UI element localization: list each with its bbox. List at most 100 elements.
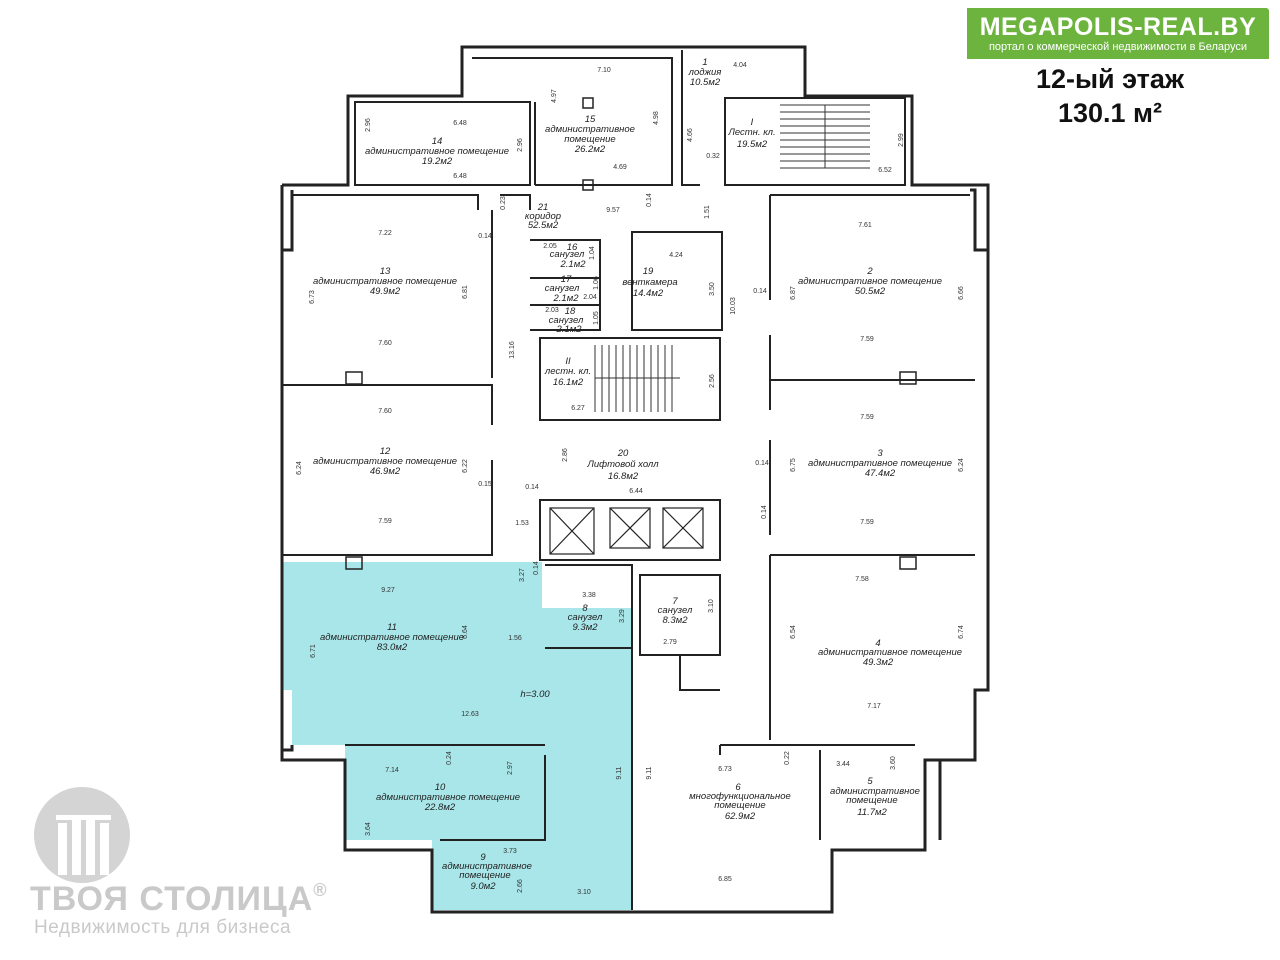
svg-text:3.64: 3.64 bbox=[365, 822, 372, 836]
svg-text:лестн. кл.: лестн. кл. bbox=[544, 366, 591, 377]
svg-text:венткамера: венткамера bbox=[622, 277, 677, 288]
svg-text:19.2м2: 19.2м2 bbox=[422, 156, 453, 167]
svg-text:3: 3 bbox=[877, 448, 883, 459]
svg-text:7.58: 7.58 bbox=[855, 576, 869, 583]
stairs-II bbox=[594, 345, 680, 412]
svg-text:15: 15 bbox=[585, 114, 596, 125]
svg-text:5: 5 bbox=[867, 776, 873, 787]
svg-text:6.71: 6.71 bbox=[310, 644, 317, 658]
svg-text:2.99: 2.99 bbox=[898, 133, 905, 147]
svg-text:2.79: 2.79 bbox=[663, 639, 677, 646]
svg-text:6.24: 6.24 bbox=[958, 458, 965, 472]
svg-text:1.06: 1.06 bbox=[593, 276, 600, 290]
svg-text:10.5м2: 10.5м2 bbox=[690, 77, 721, 88]
svg-text:3.27: 3.27 bbox=[519, 568, 526, 582]
svg-text:0.14: 0.14 bbox=[478, 233, 492, 240]
registered-mark: ® bbox=[313, 880, 328, 900]
svg-text:административное помещение: административное помещение bbox=[365, 146, 509, 157]
svg-text:6.81: 6.81 bbox=[462, 285, 469, 299]
svg-text:6: 6 bbox=[735, 782, 741, 793]
svg-text:7.59: 7.59 bbox=[860, 414, 874, 421]
svg-text:0.14: 0.14 bbox=[755, 460, 769, 467]
svg-text:4.69: 4.69 bbox=[613, 164, 627, 171]
svg-text:1.56: 1.56 bbox=[508, 635, 522, 642]
svg-text:13: 13 bbox=[380, 266, 391, 277]
svg-text:6.73: 6.73 bbox=[309, 290, 316, 304]
svg-text:4.97: 4.97 bbox=[551, 89, 558, 103]
svg-text:санузел: санузел bbox=[568, 612, 603, 623]
watermark-name-text: ТВОЯ СТОЛИЦА bbox=[30, 880, 314, 918]
svg-text:20: 20 bbox=[617, 448, 629, 459]
svg-text:9.0м2: 9.0м2 bbox=[470, 881, 496, 892]
svg-text:2.56: 2.56 bbox=[709, 374, 716, 388]
svg-text:7.60: 7.60 bbox=[378, 340, 392, 347]
interior-walls bbox=[282, 50, 975, 910]
svg-text:3.10: 3.10 bbox=[708, 599, 715, 613]
svg-text:62.9м2: 62.9м2 bbox=[725, 811, 756, 822]
svg-text:9.57: 9.57 bbox=[606, 207, 620, 214]
svg-text:6.48: 6.48 bbox=[453, 120, 467, 127]
svg-text:6.24: 6.24 bbox=[296, 461, 303, 475]
svg-text:3.10: 3.10 bbox=[577, 889, 591, 896]
svg-text:2.86: 2.86 bbox=[562, 448, 569, 462]
svg-text:1: 1 bbox=[702, 57, 707, 68]
svg-text:46.9м2: 46.9м2 bbox=[370, 466, 401, 477]
svg-text:2.66: 2.66 bbox=[517, 879, 524, 893]
ceiling-height: h=3.00 bbox=[520, 689, 550, 700]
svg-text:9.11: 9.11 bbox=[616, 766, 623, 779]
svg-text:16: 16 bbox=[567, 242, 578, 253]
svg-text:14: 14 bbox=[432, 136, 443, 147]
watermark-name: ТВОЯ СТОЛИЦА® bbox=[30, 880, 328, 919]
svg-text:7.10: 7.10 bbox=[597, 67, 611, 74]
svg-text:12.63: 12.63 bbox=[461, 711, 479, 718]
svg-text:0.24: 0.24 bbox=[446, 751, 453, 765]
svg-text:0.15: 0.15 bbox=[478, 481, 492, 488]
svg-text:19.5м2: 19.5м2 bbox=[737, 139, 768, 150]
svg-text:3.38: 3.38 bbox=[582, 592, 596, 599]
columns bbox=[345, 97, 917, 570]
svg-text:2: 2 bbox=[866, 266, 873, 277]
svg-text:административное помещение: административное помещение bbox=[313, 456, 457, 467]
floor-title: 12-ый этаж 130.1 м² bbox=[990, 62, 1230, 130]
svg-text:многофункциональное: многофункциональное bbox=[689, 791, 791, 802]
svg-text:10.03: 10.03 bbox=[730, 297, 737, 315]
svg-text:административное помещение: административное помещение bbox=[798, 276, 942, 287]
svg-text:Лифтовой холл: Лифтовой холл bbox=[586, 459, 659, 470]
svg-text:коридор: коридор bbox=[525, 211, 561, 222]
svg-text:0.32: 0.32 bbox=[706, 153, 720, 160]
svg-text:6.22: 6.22 bbox=[462, 459, 469, 473]
svg-text:11.7м2: 11.7м2 bbox=[857, 807, 887, 818]
svg-text:2.04: 2.04 bbox=[583, 294, 597, 301]
svg-text:1.51: 1.51 bbox=[704, 205, 711, 219]
svg-text:16.8м2: 16.8м2 bbox=[608, 471, 639, 482]
svg-text:9.27: 9.27 bbox=[381, 587, 395, 594]
svg-text:13.16: 13.16 bbox=[509, 341, 516, 359]
svg-text:6.73: 6.73 bbox=[718, 766, 732, 773]
svg-text:1.05: 1.05 bbox=[593, 311, 600, 325]
svg-text:7.59: 7.59 bbox=[860, 519, 874, 526]
svg-text:административное помещение: административное помещение bbox=[320, 632, 464, 643]
svg-text:административное помещение: административное помещение bbox=[818, 647, 962, 658]
floor-number: 12-ый этаж bbox=[1035, 64, 1185, 94]
svg-text:47.4м2: 47.4м2 bbox=[865, 468, 896, 479]
svg-text:6.87: 6.87 bbox=[790, 286, 797, 300]
svg-text:18: 18 bbox=[565, 306, 576, 317]
svg-text:санузел: санузел bbox=[550, 249, 585, 260]
svg-text:9.11: 9.11 bbox=[646, 766, 653, 779]
svg-text:3.44: 3.44 bbox=[836, 761, 850, 768]
svg-text:16.1м2: 16.1м2 bbox=[553, 377, 584, 388]
svg-text:административное помещение: административное помещение bbox=[376, 792, 520, 803]
svg-text:2.96: 2.96 bbox=[365, 118, 372, 132]
svg-text:12: 12 bbox=[380, 446, 391, 457]
